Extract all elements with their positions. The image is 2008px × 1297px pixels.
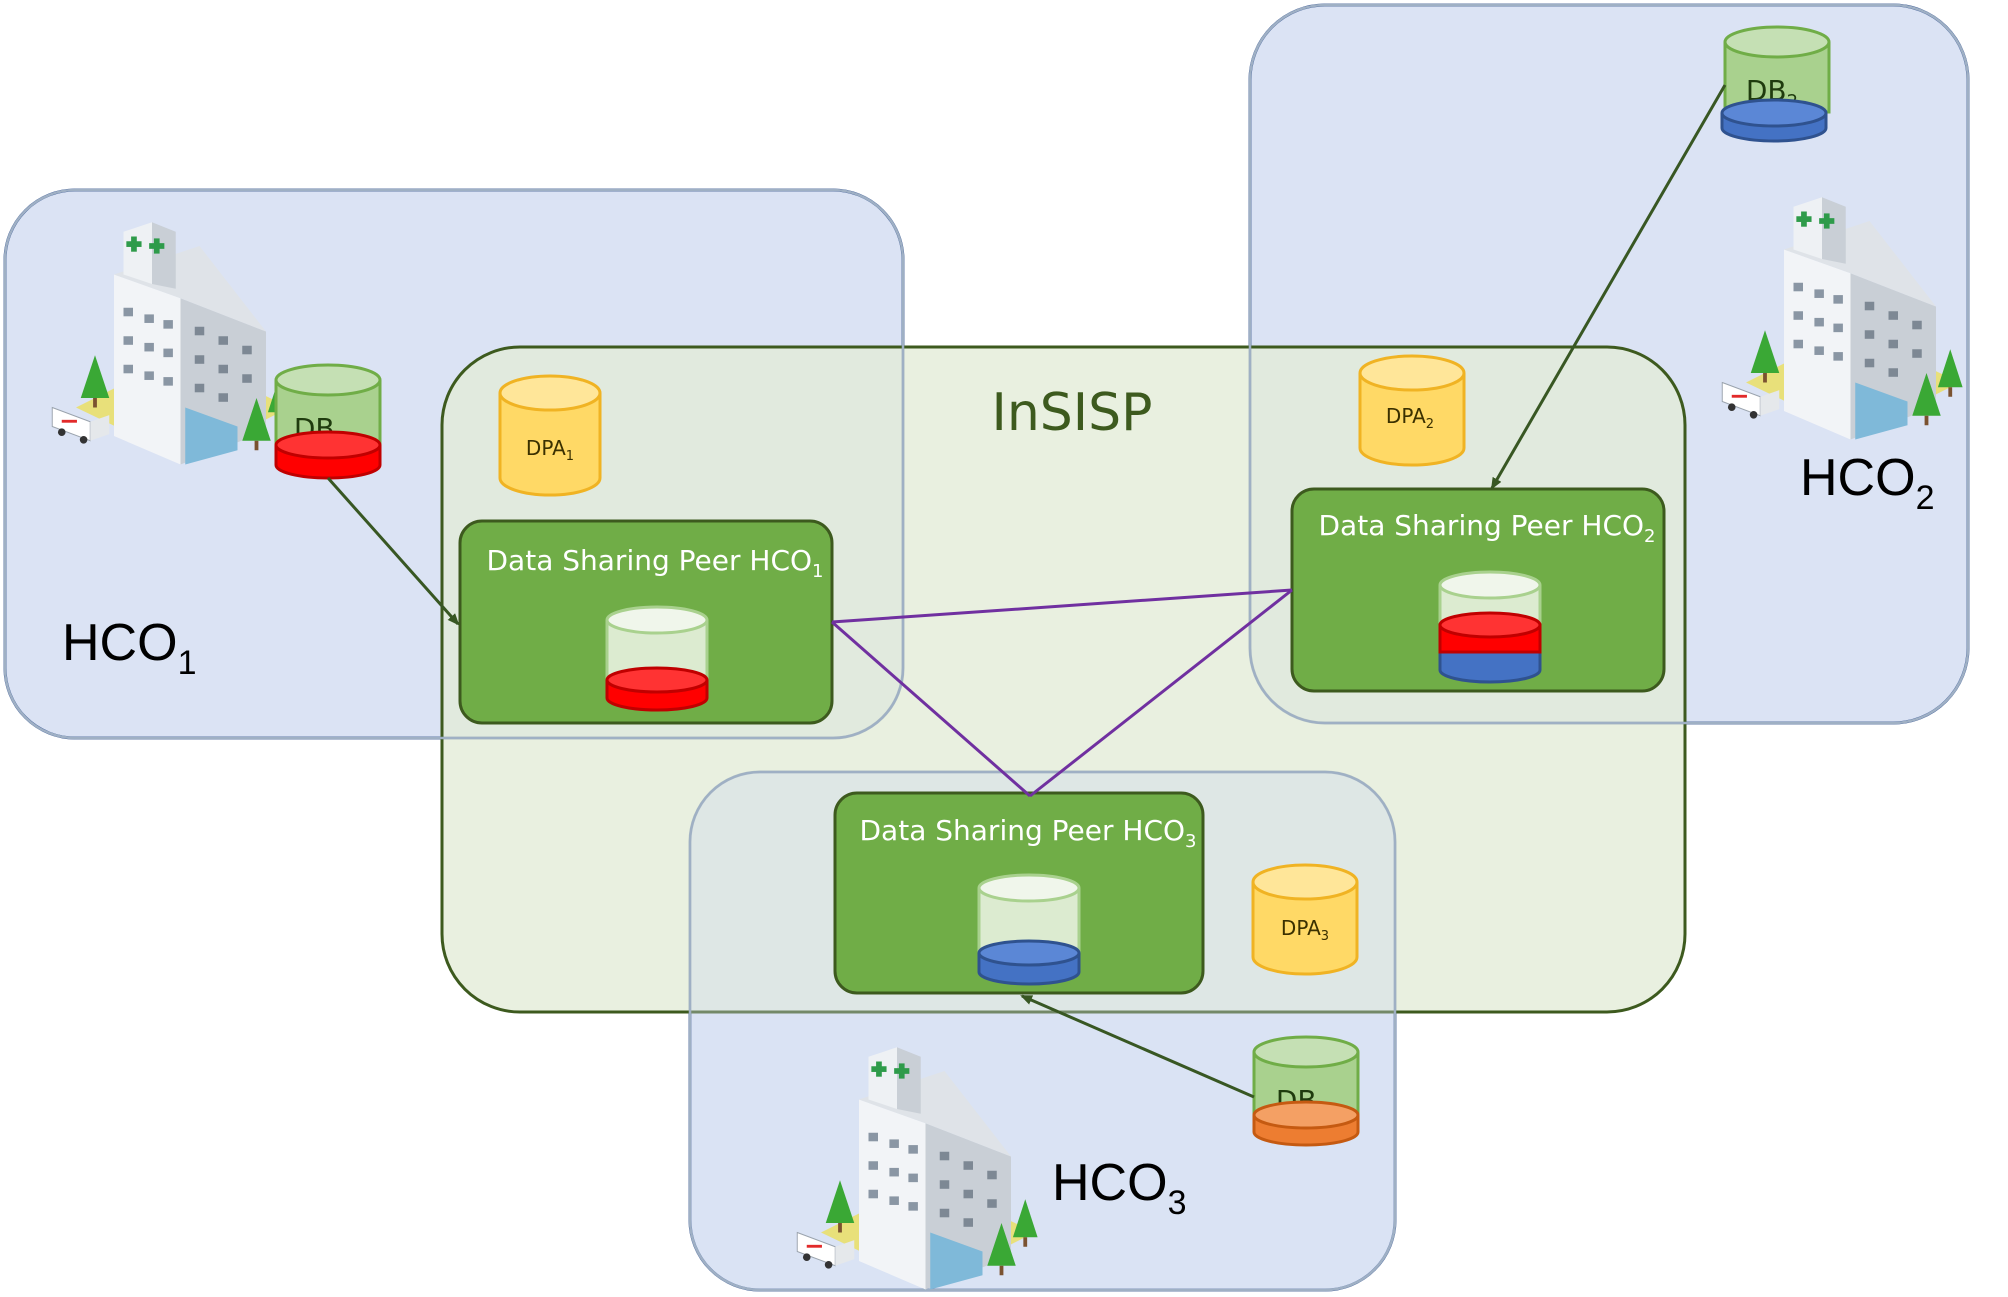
arrow-db1-to-peer1 [326, 477, 460, 626]
peer-hco3-store [977, 873, 1081, 986]
dpa3-cylinder: DPA3 [1251, 863, 1359, 976]
svg-text:DPA2: DPA2 [1386, 404, 1434, 432]
arrow-db2-to-peer2 [1490, 84, 1727, 490]
peer-hco1: Data Sharing Peer HCO1 [458, 519, 834, 725]
hco2-label: HCO2 [1800, 449, 1934, 517]
dpa1-cylinder: DPA1 [498, 374, 602, 497]
db1-cylinder: DB1 [274, 363, 382, 480]
arrow-db3-to-peer3 [1020, 994, 1255, 1099]
link-peer1-peer2 [831, 588, 1293, 624]
hco1-label: HCO1 [62, 614, 196, 682]
svg-text:Data Sharing Peer HCO2: Data Sharing Peer HCO2 [1319, 509, 1656, 547]
peer-hco3: Data Sharing Peer HCO3 [833, 791, 1205, 995]
peer-hco2-store [1438, 570, 1542, 684]
insisp-title: InSISP [991, 383, 1152, 443]
link-peer1-peer3 [831, 620, 1031, 798]
svg-text:DPA3: DPA3 [1281, 916, 1329, 944]
db2-cylinder: DB2 [1720, 25, 1831, 143]
link-peer3-peer2 [1029, 588, 1293, 798]
svg-text:DPA1: DPA1 [526, 436, 574, 464]
svg-text:Data Sharing Peer HCO1: Data Sharing Peer HCO1 [487, 544, 824, 582]
peer-hco1-store [605, 605, 709, 712]
dpa2-cylinder: DPA2 [1358, 354, 1466, 467]
peer-network-links [831, 588, 1293, 798]
peer-hco2: Data Sharing Peer HCO2 [1290, 487, 1666, 693]
hco1-overlap-outline [3, 188, 905, 740]
hco2-overlap-outline [1248, 3, 1970, 725]
svg-text:Data Sharing Peer HCO3: Data Sharing Peer HCO3 [860, 814, 1197, 852]
hco3-label: HCO3 [1052, 1154, 1186, 1222]
ingest-arrows [326, 84, 1727, 1099]
db3-cylinder: DB3 [1252, 1035, 1360, 1147]
